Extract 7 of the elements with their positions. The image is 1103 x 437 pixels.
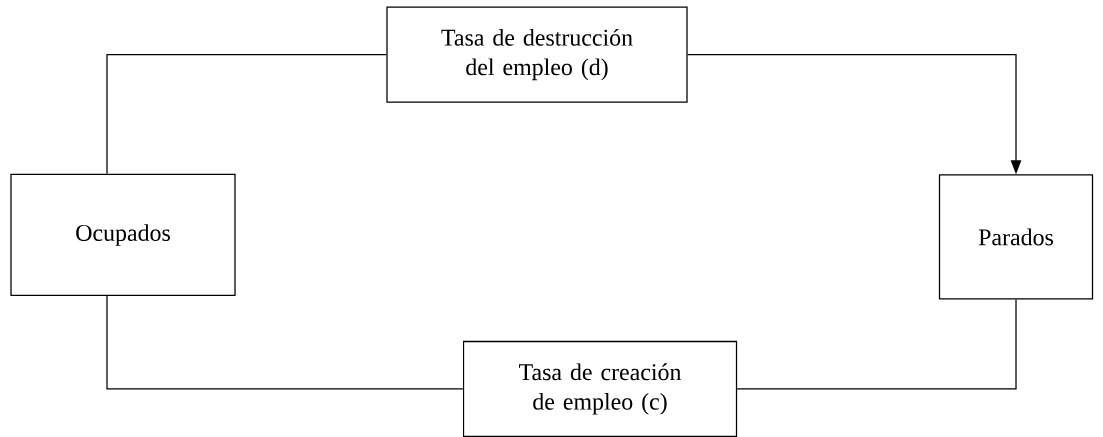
connector-line [106,295,464,390]
connector-line [736,299,1017,390]
text-box: Tasa de destrucción del empleo (d) [386,6,688,103]
text-box: Parados [938,174,1094,300]
text-box: Ocupados [10,173,236,297]
connector-line [106,53,387,175]
text-box: Tasa de creación de empleo (c) [462,340,738,437]
